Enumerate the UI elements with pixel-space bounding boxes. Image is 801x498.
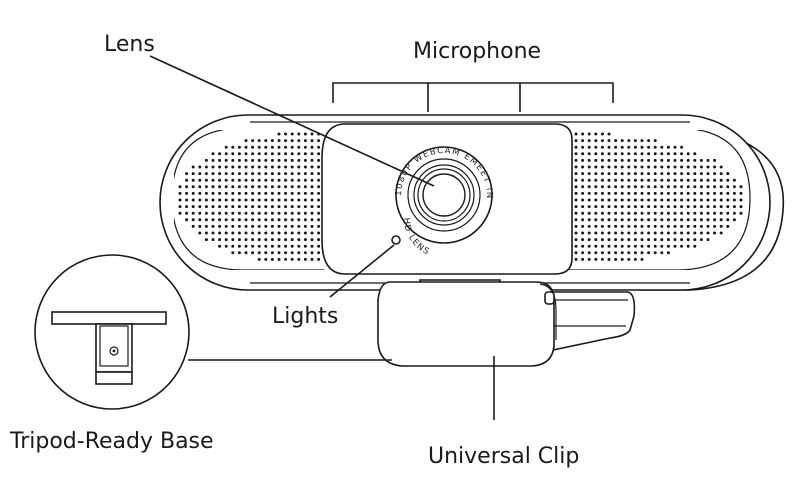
lens-callout-line	[149, 55, 435, 187]
microphone-bracket	[332, 82, 614, 112]
left-grille-dots	[178, 132, 321, 261]
universal-clip	[377, 279, 636, 367]
label-tripod-ready-base: Tripod-Ready Base	[9, 429, 214, 454]
label-lens: Lens	[104, 32, 155, 57]
left-grille	[174, 130, 324, 270]
right-grille	[555, 130, 751, 270]
callout-lines	[149, 55, 614, 420]
lights-callout-line	[329, 244, 395, 298]
label-lights: Lights	[272, 304, 338, 329]
tripod-inset	[34, 254, 190, 410]
label-microphone: Microphone	[413, 39, 541, 64]
label-universal-clip: Universal Clip	[428, 444, 579, 469]
indicator-light	[391, 235, 401, 245]
right-grille-dots	[574, 132, 743, 261]
